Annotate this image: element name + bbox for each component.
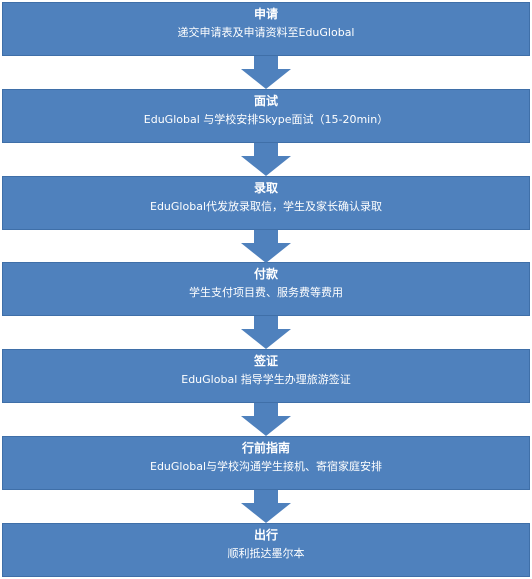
step-box-interview: 面试 EduGlobal 与学校安排Skype面试（15-20min） [2, 89, 530, 143]
step-description: 学生支付项目费、服务费等费用 [189, 286, 343, 299]
step-description: EduGlobal代发放录取信，学生及家长确认录取 [150, 200, 382, 213]
step-box-apply: 申请 递交申请表及申请资料至EduGlobal [2, 2, 530, 56]
step-box-predeparture: 行前指南 EduGlobal与学校沟通学生接机、寄宿家庭安排 [2, 436, 530, 490]
step-title: 申请 [253, 7, 278, 21]
step-description: 顺利抵达墨尔本 [227, 547, 305, 560]
step-box-visa: 签证 EduGlobal 指导学生办理旅游签证 [2, 349, 530, 403]
step-title: 行前指南 [241, 441, 290, 455]
step-title: 出行 [253, 528, 278, 542]
step-description: EduGlobal与学校沟通学生接机、寄宿家庭安排 [150, 460, 382, 473]
down-arrow-icon [241, 230, 291, 263]
step-title: 签证 [253, 354, 278, 368]
down-arrow-icon [241, 403, 291, 436]
down-arrow-icon [241, 316, 291, 349]
step-box-departure: 出行 顺利抵达墨尔本 [2, 523, 530, 577]
step-title: 付款 [253, 267, 278, 281]
step-description: EduGlobal 指导学生办理旅游签证 [181, 373, 351, 386]
step-description: 递交申请表及申请资料至EduGlobal [177, 26, 355, 39]
step-description: EduGlobal 与学校安排Skype面试（15-20min） [143, 113, 389, 126]
down-arrow-icon [241, 56, 291, 89]
step-title: 录取 [253, 181, 278, 195]
step-box-payment: 付款 学生支付项目费、服务费等费用 [2, 262, 530, 316]
down-arrow-icon [241, 143, 291, 176]
down-arrow-icon [241, 490, 291, 523]
step-title: 面试 [253, 94, 278, 108]
step-box-admission: 录取 EduGlobal代发放录取信，学生及家长确认录取 [2, 176, 530, 230]
